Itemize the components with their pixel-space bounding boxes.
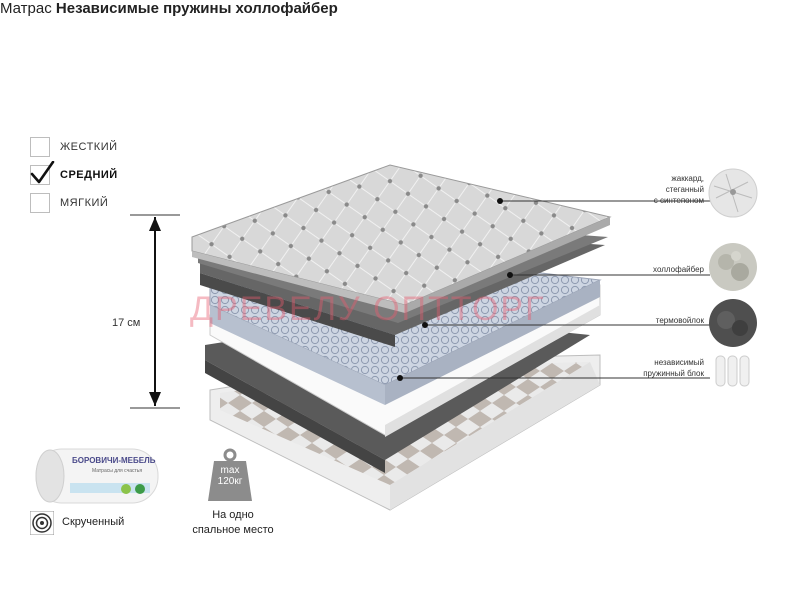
page-title: Матрас Независимые пружины холлофайбер bbox=[0, 0, 800, 17]
rolled-mattress-image bbox=[35, 448, 159, 504]
firmness-option-medium[interactable]: СРЕДНИЙ bbox=[30, 161, 118, 186]
height-label: 17 см bbox=[112, 317, 141, 329]
layer-callout-hollofiber: холлофайбер bbox=[653, 265, 704, 274]
checkmark-icon bbox=[30, 161, 55, 184]
roll-tagline: Матрасы для счастья bbox=[92, 468, 143, 474]
layer-callout-thermofelt: термовойлок bbox=[655, 316, 704, 325]
firmness-label-hard: ЖЕСТКИЙ bbox=[60, 141, 118, 153]
hollofiber-swatch-icon bbox=[709, 243, 757, 291]
height-dimension-icon bbox=[130, 214, 180, 409]
firmness-option-soft[interactable]: МЯГКИЙ bbox=[30, 192, 108, 214]
layer-callout-jacquard: жаккард, стеганный с синтепоном bbox=[653, 174, 704, 205]
rolled-spiral-icon bbox=[30, 511, 54, 535]
title-prefix: Матрас bbox=[0, 0, 52, 17]
firmness-checkbox-medium[interactable] bbox=[30, 161, 55, 185]
weight-limit-text: max 120кг bbox=[217, 465, 243, 487]
callout-lines bbox=[397, 198, 710, 381]
layer-callout-springs: независимый пружинный блок bbox=[643, 358, 704, 378]
rolled-label: Скрученный bbox=[62, 516, 125, 528]
pocket-springs-icon bbox=[709, 347, 757, 395]
roll-brand: БОРОВИЧИ-МЕБЕЛЬ bbox=[72, 456, 156, 465]
weight-caption: На одно спальное место bbox=[192, 509, 274, 536]
firmness-label-soft: МЯГКИЙ bbox=[60, 197, 109, 209]
firmness-option-hard[interactable]: ЖЕСТКИЙ bbox=[30, 136, 118, 158]
firmness-checkbox-hard[interactable] bbox=[30, 137, 50, 157]
watermark: ДРЕВЕЛУ ОПТТОРГ bbox=[190, 290, 546, 328]
title-name: Независимые пружины холлофайбер bbox=[55, 0, 338, 17]
thermofelt-swatch-icon bbox=[709, 299, 757, 347]
firmness-checkbox-soft[interactable] bbox=[30, 193, 50, 213]
jacquard-swatch-icon bbox=[708, 168, 758, 218]
mattress-illustration bbox=[191, 164, 612, 511]
firmness-label-medium: СРЕДНИЙ bbox=[60, 169, 118, 181]
weight-icon bbox=[208, 448, 252, 501]
